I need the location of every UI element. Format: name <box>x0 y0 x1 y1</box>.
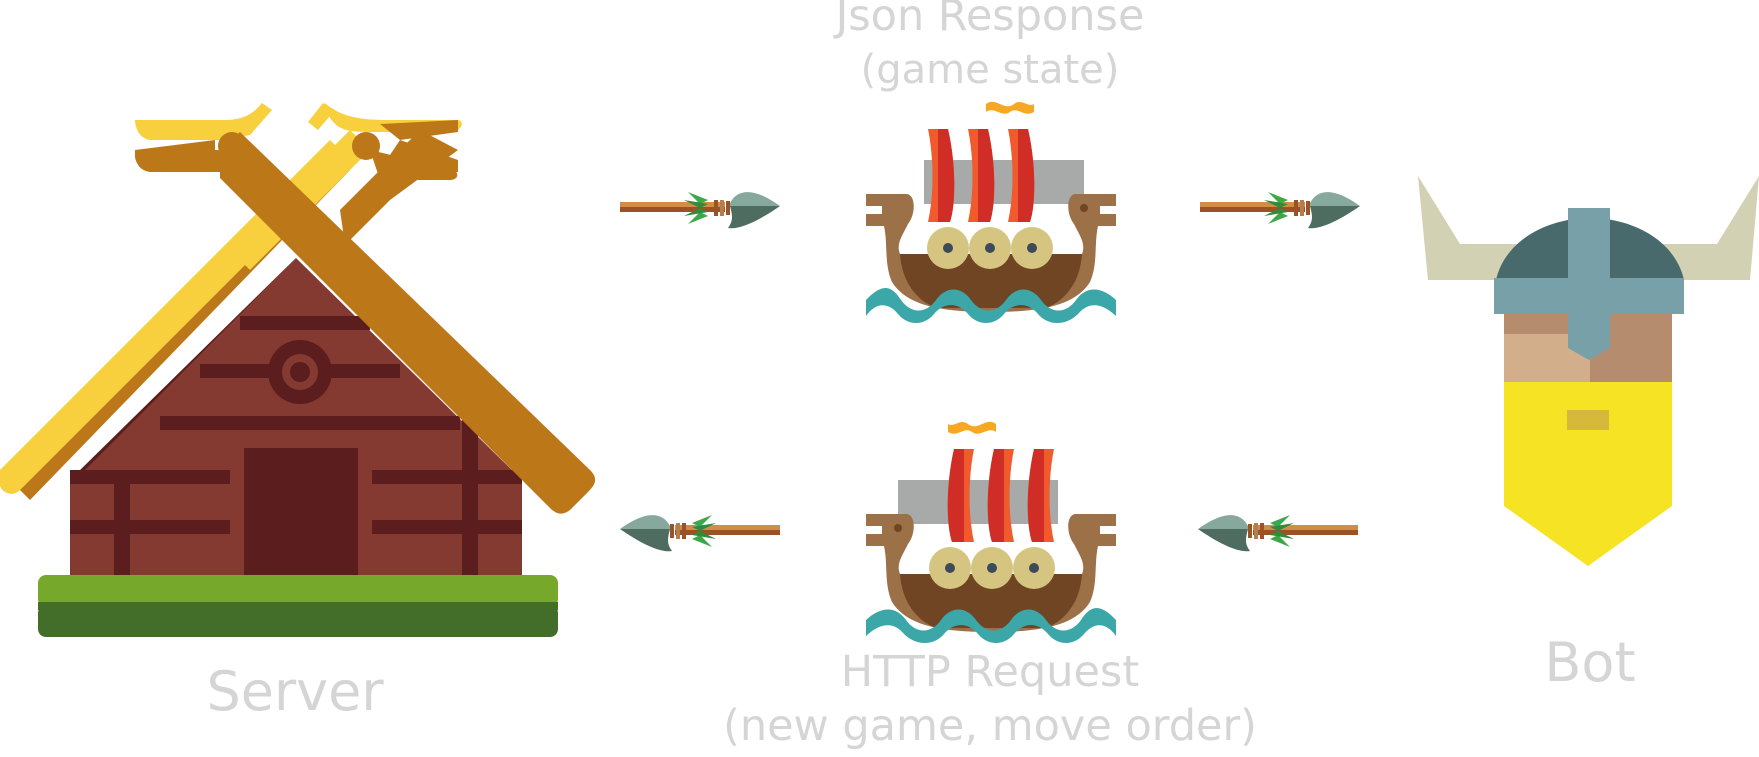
viking-helmet-icon <box>1418 176 1759 566</box>
response-subtitle: (game state) <box>860 47 1120 93</box>
bot-label: Bot <box>1544 631 1636 694</box>
spear-arrow-icon <box>620 192 780 229</box>
response-title: Json Response <box>835 0 1145 41</box>
request-title: HTTP Request <box>840 647 1140 697</box>
http-request-label: HTTP Request (new game, move order) <box>640 651 1340 748</box>
viking-ship-icon <box>866 101 1116 323</box>
spear-arrow-icon <box>1198 515 1358 552</box>
viking-ship-icon <box>866 421 1116 643</box>
server-label: Server <box>206 660 384 723</box>
longhouse-icon <box>0 103 596 637</box>
request-subtitle: (new game, move order) <box>723 701 1257 751</box>
json-response-label: Json Response (game state) <box>790 0 1190 90</box>
spear-arrow-icon <box>620 515 780 552</box>
spear-arrow-icon <box>1200 192 1360 229</box>
